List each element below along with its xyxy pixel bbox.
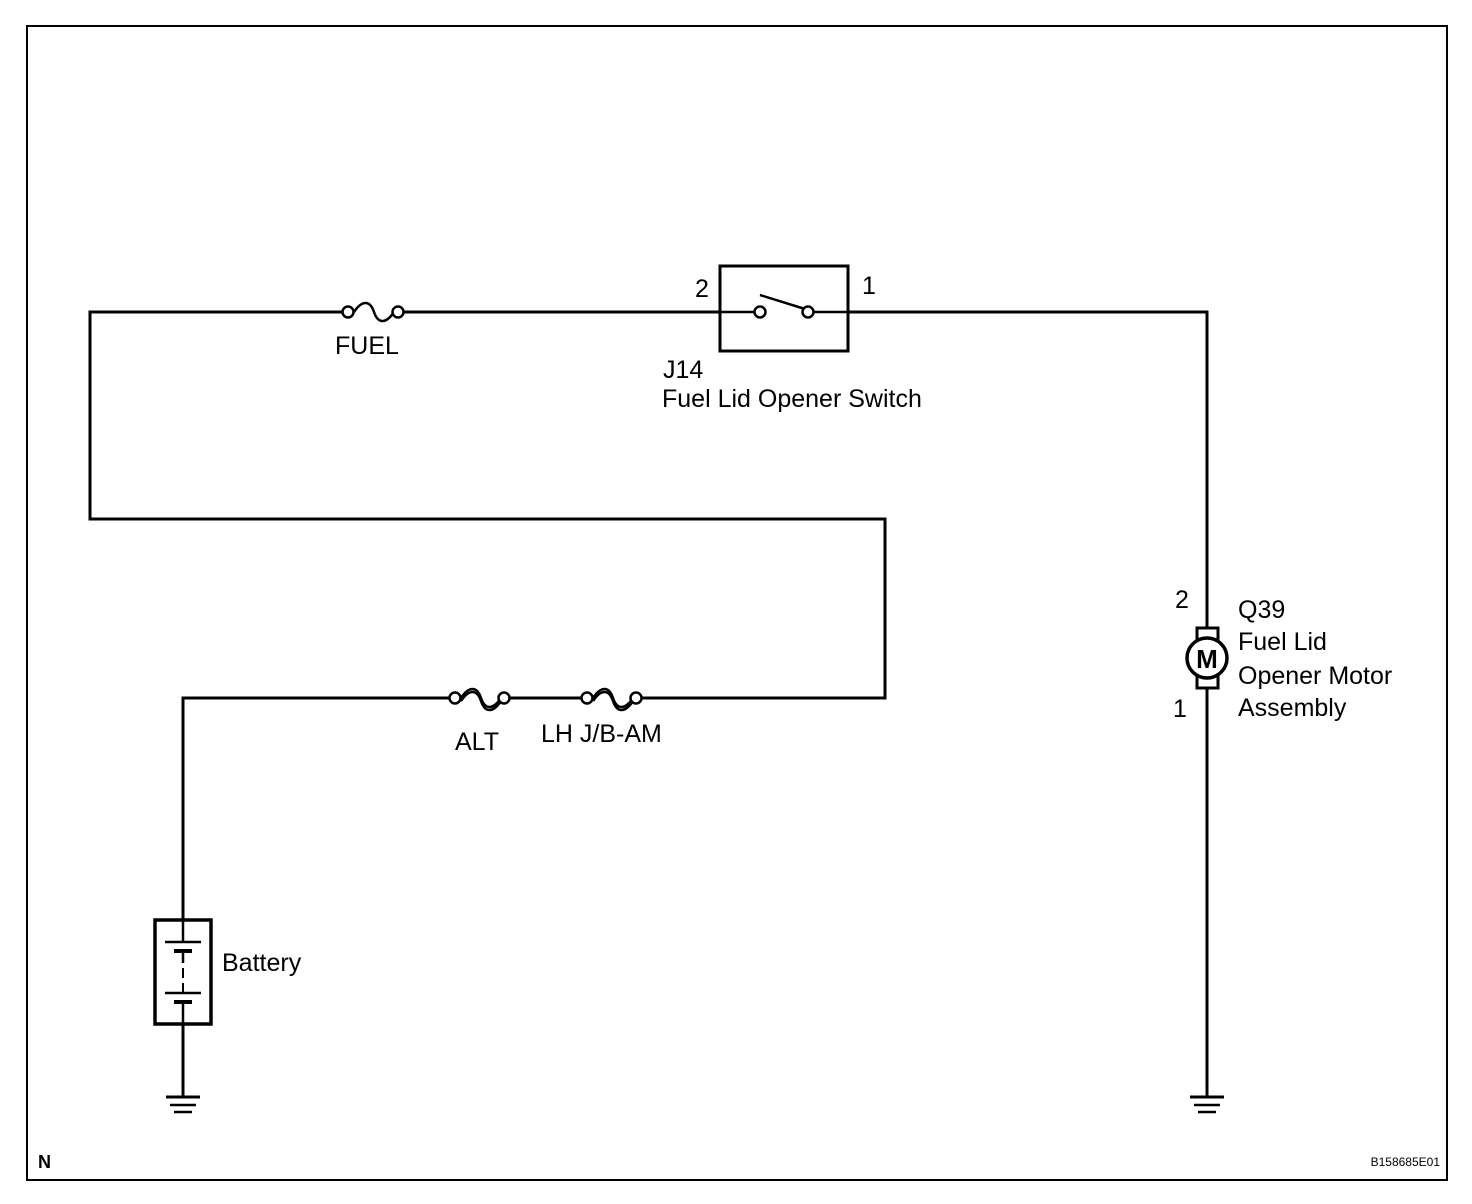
alt-fuse-label: ALT xyxy=(455,728,499,756)
motor-icon: M xyxy=(1185,626,1229,690)
wire-network xyxy=(88,310,1209,1097)
figure-id: B158685E01 xyxy=(1371,1155,1441,1169)
switch-pin-1-label: 1 xyxy=(862,272,876,300)
corner-mark: N xyxy=(38,1152,51,1172)
switch-name-label: Fuel Lid Opener Switch xyxy=(662,385,922,413)
switch-icon xyxy=(718,264,850,353)
fuel-fuse-icon xyxy=(341,301,405,323)
motor-name-line-2: Opener Motor xyxy=(1238,662,1392,690)
lh-jb-am-fuse-icon xyxy=(580,687,643,712)
switch-pin-2-label: 2 xyxy=(695,275,709,303)
motor-pin-1-label: 1 xyxy=(1173,695,1187,723)
lh-jb-am-fuse-label: LH J/B-AM xyxy=(541,720,662,748)
ground-icon xyxy=(166,1095,200,1114)
fuel-fuse-label: FUEL xyxy=(335,332,399,360)
diagram-frame xyxy=(26,25,1448,1181)
battery-icon xyxy=(153,918,213,1026)
ground-icon xyxy=(1190,1095,1224,1114)
motor-symbol: M xyxy=(1196,644,1218,674)
alt-fuse-icon xyxy=(448,687,511,712)
motor-pin-2-label: 2 xyxy=(1175,586,1189,614)
switch-code-label: J14 xyxy=(663,356,703,384)
motor-name-line-3: Assembly xyxy=(1238,694,1347,722)
motor-code-label: Q39 xyxy=(1238,596,1285,624)
battery-label: Battery xyxy=(222,949,302,977)
motor-name-line-1: Fuel Lid xyxy=(1238,628,1327,656)
